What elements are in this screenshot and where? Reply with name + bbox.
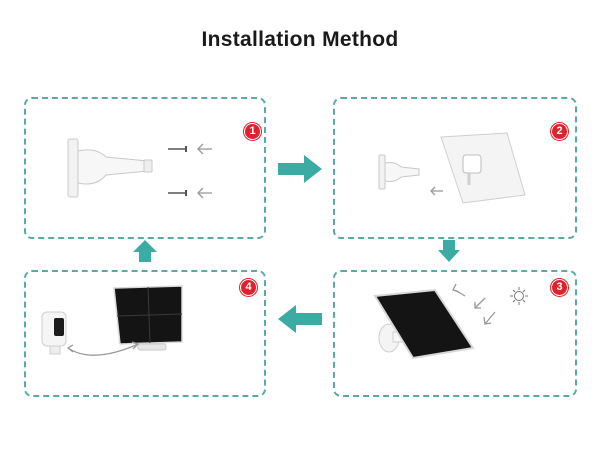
flow-arrow-icon bbox=[278, 305, 322, 333]
step-3-panel: 3 bbox=[333, 270, 577, 397]
step-4-illustration bbox=[41, 285, 183, 356]
panel-mount-icon bbox=[137, 343, 167, 351]
step-3-badge: 3 bbox=[551, 279, 568, 296]
bracket-icon bbox=[378, 154, 420, 190]
flow-arrow-icon bbox=[438, 240, 460, 262]
step-2-illustration bbox=[378, 132, 526, 204]
sun-icon bbox=[510, 287, 528, 305]
step-3-illustration bbox=[373, 283, 528, 360]
camera-icon bbox=[41, 311, 67, 355]
step-2-panel: 2 bbox=[333, 97, 577, 239]
page-title: Installation Method bbox=[201, 28, 399, 51]
hint-arrow-icon bbox=[483, 311, 496, 325]
bracket-icon bbox=[67, 138, 153, 198]
step-1-panel: 1 bbox=[24, 97, 266, 239]
hint-arrow-icon bbox=[197, 143, 212, 155]
step-1-illustration bbox=[67, 138, 212, 199]
hint-arrow-icon bbox=[474, 297, 486, 309]
solar-panel-back bbox=[440, 132, 526, 204]
step-4-panel: 4 bbox=[24, 270, 266, 397]
hint-arrow-icon bbox=[197, 187, 212, 199]
screw-icon bbox=[168, 146, 187, 152]
flow-arrow-icon bbox=[278, 155, 322, 183]
hint-arrow-icon bbox=[452, 283, 466, 297]
cable-icon bbox=[66, 341, 140, 356]
screw-icon bbox=[168, 190, 187, 196]
step-4-badge: 4 bbox=[240, 279, 257, 296]
flow-arrow-icon bbox=[133, 240, 157, 262]
solar-panel-icon bbox=[373, 288, 475, 360]
solar-panel-icon bbox=[113, 285, 183, 345]
step-2-badge: 2 bbox=[551, 123, 568, 140]
step-1-badge: 1 bbox=[244, 123, 261, 140]
hint-arrow-icon bbox=[430, 186, 443, 196]
